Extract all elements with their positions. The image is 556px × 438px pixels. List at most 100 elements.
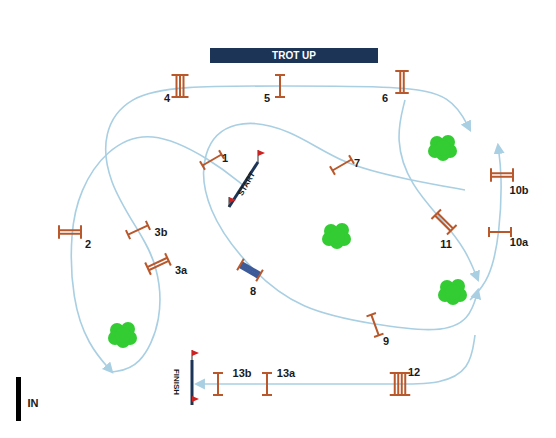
fence-rail: [491, 176, 513, 178]
fence: [126, 221, 150, 239]
fence: [59, 225, 81, 239]
fence-number: 1: [222, 153, 228, 164]
entrance-bar: [16, 377, 21, 421]
fence-number: 4: [164, 93, 170, 104]
flag: [229, 197, 236, 203]
fence-wing: [447, 225, 457, 235]
course-route: [399, 100, 478, 280]
fence-rail: [59, 233, 81, 235]
fence-wing: [390, 394, 411, 396]
fence-rail: [266, 373, 268, 395]
fence-rail: [489, 231, 511, 233]
fence-wing: [395, 70, 409, 72]
fence-wing: [349, 155, 354, 164]
course-route: [204, 124, 478, 330]
fence-wing: [126, 230, 130, 239]
tree-crown: [115, 327, 131, 343]
fence-rail: [491, 172, 513, 174]
fence-wing: [237, 259, 244, 271]
fence-number: 7: [354, 158, 360, 169]
fence-wing: [330, 166, 335, 175]
fence: [367, 313, 384, 337]
fence-number: IN: [28, 398, 39, 409]
fence-number: 6: [382, 93, 388, 104]
fence: [237, 259, 263, 282]
fence-wing: [390, 372, 411, 374]
fence-wing: [172, 96, 189, 98]
fence-wing: [275, 96, 285, 98]
fence-rail: [279, 75, 281, 97]
fence-wing: [200, 161, 205, 170]
fence-number: 9: [383, 336, 389, 347]
fence-number: 13a: [277, 368, 295, 379]
start-line: [229, 162, 258, 207]
fence-rail: [149, 261, 169, 270]
fence-rail: [371, 315, 379, 336]
fence: [172, 75, 189, 97]
fence-number: 11: [440, 239, 452, 250]
fence-rail: [397, 373, 399, 395]
fence-rail: [179, 75, 181, 97]
fence-wing: [490, 168, 492, 182]
fence: [262, 373, 272, 395]
fence-rail: [128, 225, 148, 234]
fence-wing: [256, 270, 263, 282]
tree: [438, 279, 467, 305]
fence-rail: [394, 373, 396, 395]
fence-number: 3b: [155, 227, 168, 238]
fence-wing: [145, 263, 151, 275]
fence-number: 12: [408, 367, 420, 378]
fence-wing: [146, 221, 150, 230]
flag: [192, 396, 199, 402]
fence-wing: [510, 227, 512, 237]
fence-number: 8: [250, 286, 256, 297]
line-label: START: [237, 171, 257, 198]
tree: [108, 322, 137, 348]
fence-wing: [374, 334, 383, 337]
fence-rail: [435, 215, 451, 231]
tree: [428, 135, 457, 161]
fence: [491, 168, 513, 182]
fence-rail: [401, 373, 403, 395]
fence-rail: [176, 75, 178, 97]
fence-number: 10a: [510, 237, 528, 248]
fence: [395, 71, 409, 93]
tree-crown: [329, 228, 345, 244]
fence-wing: [262, 372, 272, 374]
fence-wing: [213, 372, 223, 374]
tree: [322, 223, 351, 249]
fence-rail: [404, 373, 406, 395]
fence-wing: [367, 313, 376, 316]
fence-wing: [165, 253, 171, 265]
tree-crown: [435, 140, 451, 156]
fence-wing: [172, 74, 189, 76]
banner-band: TROT UP: [210, 48, 378, 63]
fence-number: 13b: [233, 368, 252, 379]
fence-number: 5: [264, 93, 270, 104]
course-route: [196, 335, 475, 384]
fence-wing: [213, 394, 223, 396]
fence-wing: [262, 394, 272, 396]
line-label: FINISH: [172, 369, 180, 395]
fence-wing: [512, 168, 514, 182]
fence: [489, 227, 511, 237]
fence-rail: [59, 229, 81, 231]
fence: [200, 150, 224, 170]
fence-wing: [488, 227, 490, 237]
fence: [145, 253, 171, 275]
fence: [330, 155, 354, 175]
fence-wing: [58, 225, 60, 239]
band-label: TROT UP: [272, 51, 316, 61]
course-route: [71, 137, 244, 372]
fence-rail: [183, 75, 185, 97]
tree-crown: [445, 284, 461, 300]
flag: [192, 350, 199, 356]
course-route: [470, 145, 501, 300]
fence-rail: [240, 266, 259, 277]
fence-rail: [202, 155, 221, 166]
fence: [213, 373, 223, 395]
fence-rail: [403, 71, 405, 93]
fence-number: 10b: [510, 185, 529, 196]
fence-number: 3a: [175, 265, 187, 276]
fence-rail: [399, 71, 401, 93]
